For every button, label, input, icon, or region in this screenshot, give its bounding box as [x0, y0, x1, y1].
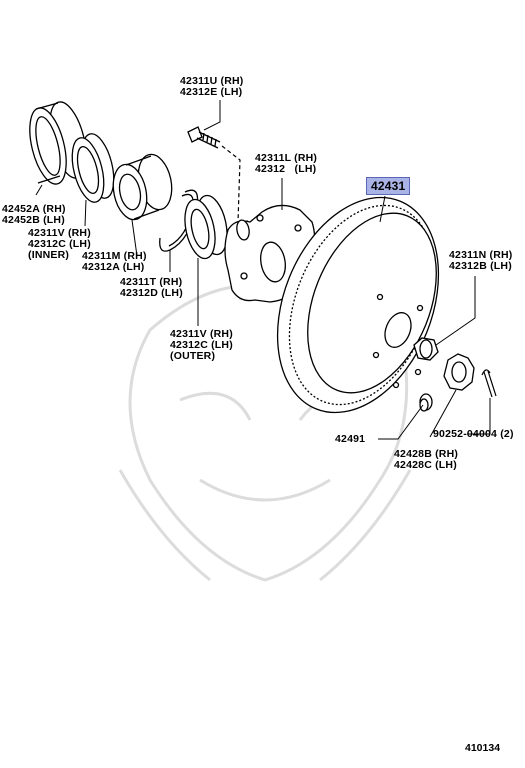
diagram-number: 410134	[465, 742, 501, 754]
label-inner-race: 42311M (RH) 42312A (LH)	[82, 250, 147, 273]
hub-nut	[413, 337, 439, 361]
label-cotter-pin: 90252-04004 (2)	[433, 428, 514, 440]
label-rotor-highlighted[interactable]: 42431	[366, 177, 411, 195]
inner-race	[112, 153, 173, 221]
grease-cap	[419, 393, 433, 412]
label-inner-bearing: 42311V (RH) 42312C (LH) (INNER)	[28, 227, 91, 261]
label-lock-cap: 42428B (RH) 42428C (LH)	[394, 448, 459, 471]
inner-bearing	[71, 133, 115, 203]
label-hub-nut: 42311N (RH) 42312B (LH)	[449, 249, 513, 272]
outer-bearing	[184, 194, 228, 260]
lock-cap	[443, 353, 475, 391]
leader-lines	[35, 100, 491, 440]
label-hub: 42311L (RH) 42312 (LH)	[255, 152, 318, 175]
label-snap-ring: 42311T (RH) 42312D (LH)	[120, 276, 183, 299]
label-oil-seal: 42452A (RH) 42452B (LH)	[2, 203, 66, 226]
label-grease-cap: 42491	[335, 433, 366, 445]
hub-bolt	[187, 126, 221, 149]
cotter-pin	[481, 369, 497, 398]
disc-rotor	[276, 196, 440, 414]
label-outer-bearing: 42311V (RH) 42312C (LH) (OUTER)	[170, 328, 233, 362]
label-hub-bolt: 42311U (RH) 42312E (LH)	[180, 75, 244, 98]
